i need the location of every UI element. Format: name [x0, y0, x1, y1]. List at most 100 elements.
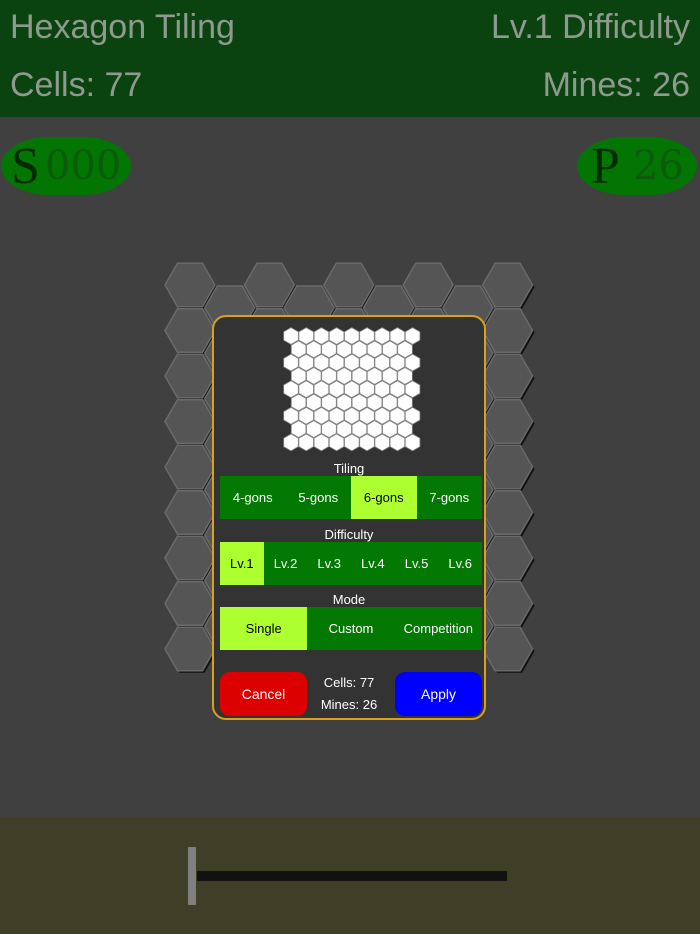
timer-button[interactable]: S 000: [1, 137, 131, 195]
preview-cell: [404, 380, 421, 399]
preview-cell: [404, 406, 421, 425]
board-cell[interactable]: [164, 399, 217, 446]
preview-cell: [313, 353, 330, 372]
preview-cell: [321, 393, 337, 412]
preview-cell: [366, 393, 383, 412]
preview-cell: [351, 393, 368, 412]
board-cell[interactable]: [481, 535, 535, 582]
cells-count: Cells: 77: [10, 66, 143, 104]
difficulty-selector: Lv.1 Lv.2 Lv.3 Lv.4 Lv.5 Lv.6: [220, 542, 482, 585]
tiling-selector: 4-gons 5-gons 6-gons 7-gons: [220, 476, 482, 519]
board-cell[interactable]: [164, 262, 217, 309]
preview-cell: [336, 367, 352, 385]
preview-cell: [397, 420, 413, 438]
board-cell[interactable]: [164, 535, 217, 582]
board-cell[interactable]: [164, 353, 217, 400]
board-cell[interactable]: [481, 262, 535, 309]
tiling-option[interactable]: 4-gons: [232, 490, 273, 505]
preview-cell: [283, 406, 299, 425]
board-cell[interactable]: [481, 353, 535, 400]
mode-option[interactable]: Custom: [328, 621, 374, 636]
preview-cell: [404, 433, 421, 452]
preview-cell: [336, 420, 352, 438]
board-cell[interactable]: [164, 490, 217, 537]
board-cell[interactable]: [164, 581, 217, 628]
preview-cell: [313, 327, 330, 345]
tiling-preview: [283, 327, 421, 452]
preview-cell: [351, 420, 368, 438]
preview-cell: [359, 433, 375, 452]
board-cell[interactable]: [481, 490, 535, 537]
preview-cell: [328, 433, 345, 452]
difficulty-option[interactable]: Lv.2: [273, 556, 298, 571]
mines-remaining-value: 26: [633, 143, 684, 189]
tiling-option[interactable]: 6-gons: [351, 476, 417, 519]
board-cell[interactable]: [481, 626, 535, 673]
board-cell[interactable]: [164, 308, 217, 355]
preview-cell: [298, 380, 314, 399]
preview-cell: [298, 433, 314, 452]
difficulty-option[interactable]: Lv.6: [448, 556, 472, 571]
board-cell[interactable]: [481, 399, 535, 446]
preview-cell: [359, 406, 375, 425]
board-cell[interactable]: [243, 262, 297, 309]
mode-option[interactable]: Competition: [403, 621, 473, 636]
mode-label: Mode: [332, 592, 366, 607]
mode-option[interactable]: Single: [220, 607, 308, 650]
difficulty-option[interactable]: Lv.1: [220, 542, 264, 585]
preview-cell: [404, 353, 421, 372]
preview-cell: [306, 420, 322, 438]
preview-cell: [321, 367, 337, 385]
preview-cell: [389, 433, 406, 452]
preview-cell: [336, 393, 352, 412]
preview-cell: [328, 406, 345, 425]
slider-thumb[interactable]: [188, 847, 196, 905]
preview-cell: [389, 380, 406, 399]
preview-cell: [344, 380, 360, 399]
difficulty-option[interactable]: Lv.5: [404, 556, 429, 571]
preview-cell: [306, 393, 322, 412]
preview-cell: [382, 420, 398, 438]
preview-cell: [290, 340, 307, 359]
cancel-button[interactable]: Cancel: [220, 672, 307, 716]
preview-cell: [382, 340, 398, 359]
difficulty-option[interactable]: Lv.3: [317, 556, 341, 571]
board-cell[interactable]: [481, 444, 535, 491]
preview-cell: [283, 327, 299, 345]
preview-cell: [344, 433, 360, 452]
board-cell[interactable]: [322, 262, 376, 309]
preview-cell: [313, 433, 330, 452]
board-cell[interactable]: [481, 308, 535, 355]
difficulty-option[interactable]: Lv.4: [361, 556, 385, 571]
mines-remaining-button[interactable]: P 26: [577, 137, 697, 195]
apply-button[interactable]: Apply: [395, 672, 482, 716]
preview-cell: [321, 420, 337, 438]
dialog-mines: Mines: 26: [320, 697, 378, 712]
slider-track[interactable]: [197, 871, 507, 881]
play-letter-icon: P: [591, 138, 620, 195]
preview-cell: [351, 340, 368, 359]
tiling-option[interactable]: 5-gons: [298, 490, 339, 505]
footer: [0, 818, 700, 934]
board-cell[interactable]: [481, 581, 535, 628]
preview-cell: [374, 353, 390, 372]
board-cell[interactable]: [164, 626, 217, 673]
preview-cell: [306, 367, 322, 385]
preview-cell: [298, 406, 314, 425]
board-cell[interactable]: [402, 262, 456, 309]
preview-cell: [389, 406, 406, 425]
board-cell[interactable]: [164, 444, 217, 491]
preview-cell: [328, 380, 345, 399]
tiling-label: Tiling: [333, 461, 365, 476]
preview-cell: [366, 340, 383, 359]
tiling-option[interactable]: 7-gons: [429, 490, 470, 505]
preview-cell: [359, 380, 375, 399]
preview-cell: [336, 340, 352, 359]
preview-cell: [359, 353, 375, 372]
preview-cell: [382, 393, 398, 412]
mines-count: Mines: 26: [542, 66, 690, 104]
preview-cell: [374, 433, 390, 452]
dialog-cells: Cells: 77: [323, 675, 375, 690]
preview-cell: [397, 340, 413, 359]
preview-cell: [389, 353, 406, 372]
